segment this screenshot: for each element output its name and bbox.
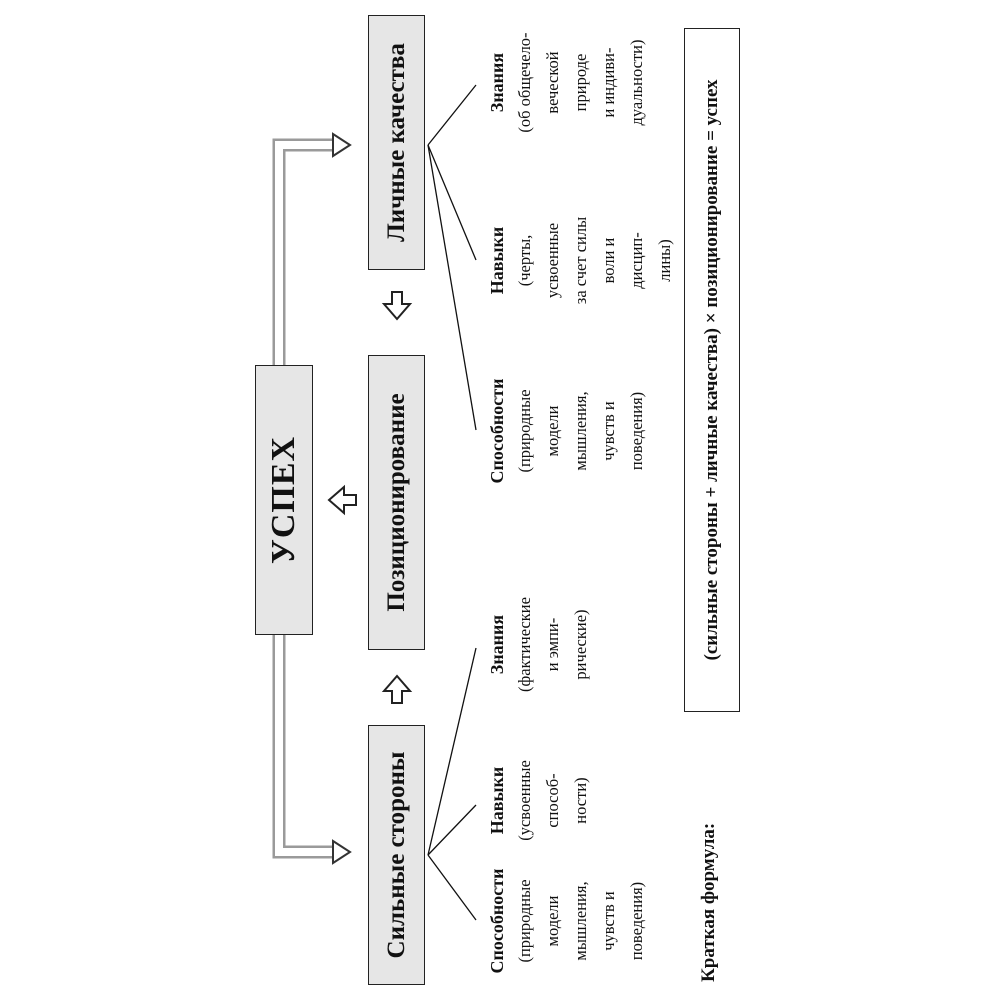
column-line: (природные	[515, 389, 534, 473]
success-to-personal-elbow-inner	[275, 141, 333, 365]
success-to-personal-elbow	[272, 138, 333, 365]
column-line: (фактические	[515, 597, 534, 692]
column-line: способ-	[543, 773, 562, 828]
strengths-knowledge-column: Знания (фактические и эмпи- рические)	[483, 572, 595, 717]
positioning-to-success-arrow	[327, 484, 357, 516]
personal-knowledge-column: Знания (об общечело- веческой природе и …	[483, 15, 651, 150]
column-line: дуальности)	[627, 39, 646, 126]
formula-box: (сильные стороны + личные качества) × по…	[684, 28, 740, 712]
positioning-box: Позиционирование	[368, 355, 425, 650]
column-line: воли и	[599, 237, 618, 284]
column-heading: Знания	[487, 52, 507, 113]
column-heading: Навыки	[487, 226, 507, 295]
column-heading: Навыки	[487, 766, 507, 835]
column-line: поведения)	[627, 881, 646, 961]
strengths-link-knowledge	[427, 647, 477, 856]
column-line: мышления,	[571, 881, 590, 961]
column-line: мышления,	[571, 391, 590, 471]
strengths-to-positioning-arrow	[381, 674, 413, 704]
column-line: ности)	[571, 777, 590, 824]
strengths-arrowhead	[332, 839, 352, 865]
column-line: поведения)	[627, 391, 646, 471]
column-line: и эмпи-	[543, 617, 562, 672]
strengths-link-skills	[427, 804, 477, 856]
column-heading: Способности	[487, 868, 507, 974]
column-line: и индиви-	[599, 47, 618, 118]
column-line: дисцип-	[627, 232, 646, 289]
strengths-box: Сильные стороны	[368, 725, 425, 985]
column-heading: Знания	[487, 614, 507, 675]
success-to-strengths-elbow	[272, 635, 333, 859]
column-heading: Способности	[487, 378, 507, 484]
column-line: модели	[543, 405, 562, 457]
column-line: (об общечело-	[515, 32, 534, 133]
personal-to-positioning-arrow	[381, 291, 413, 321]
personal-arrowhead	[332, 132, 352, 158]
strengths-abilities-column: Способности (природные модели мышления, …	[483, 860, 651, 982]
column-line: лины)	[655, 239, 674, 282]
column-line: чувств и	[599, 401, 618, 461]
personal-skills-column: Навыки (черты, усвоенные за счет силы во…	[483, 193, 679, 328]
column-line: природе	[571, 53, 590, 112]
column-line: (природные	[515, 879, 534, 963]
column-line: модели	[543, 895, 562, 947]
formula-label: Краткая формула:	[698, 822, 719, 982]
strengths-skills-column: Навыки (усвоенные способ- ности)	[483, 743, 595, 858]
column-line: (черты,	[515, 234, 534, 287]
column-line: чувств и	[599, 891, 618, 951]
column-line: веческой	[543, 51, 562, 114]
column-line: усвоенные	[543, 222, 562, 299]
personal-abilities-column: Способности (природные модели мышления, …	[483, 370, 651, 492]
personal-link-abilities	[427, 144, 477, 431]
column-line: (усвоенные	[515, 760, 534, 841]
column-line: рические)	[571, 609, 590, 680]
strengths-link-abilities	[427, 854, 477, 921]
personal-link-knowledge	[427, 84, 477, 146]
column-line: за счет силы	[571, 216, 590, 305]
success-to-strengths-elbow-inner	[275, 635, 333, 856]
personal-box: Личные качества	[368, 15, 425, 270]
personal-link-skills	[427, 144, 477, 261]
